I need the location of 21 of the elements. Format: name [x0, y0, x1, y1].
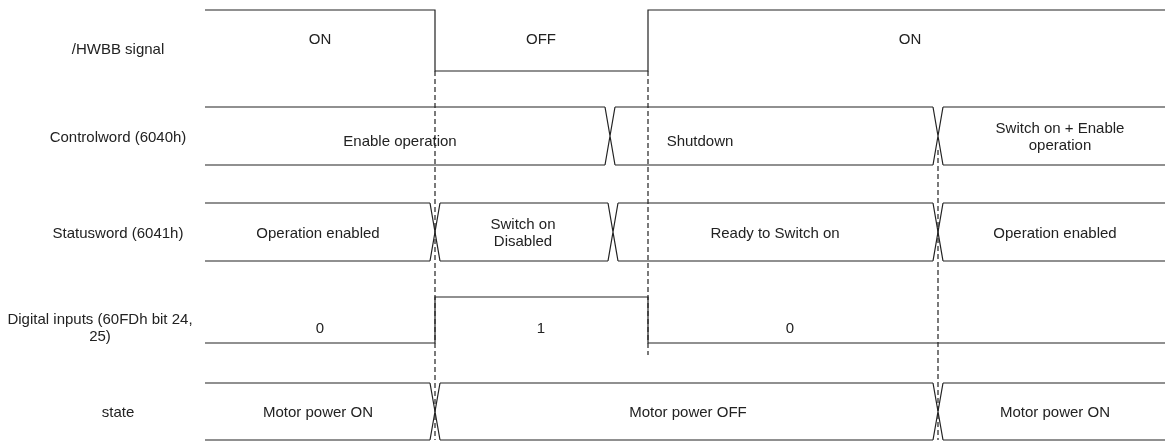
- state-value: Shutdown: [665, 131, 735, 149]
- state-value: Motor power ON: [261, 402, 374, 420]
- state-value: ON: [307, 29, 333, 47]
- signal-name: Controlword (6040h): [48, 127, 188, 145]
- state-value: OFF: [525, 29, 557, 47]
- state-value: Enable operation: [342, 131, 458, 149]
- signal-name: Statusword (6041h): [51, 223, 185, 241]
- signal-name: /HWBB signal: [70, 39, 166, 57]
- state-value: Switch on + Enable operation: [994, 119, 1126, 153]
- state-value: 0: [784, 318, 796, 336]
- state-value: Ready to Switch on: [709, 223, 841, 241]
- signal-name: Digital inputs (60FDh bit 24, 25): [6, 310, 194, 344]
- state-value: Operation enabled: [992, 223, 1118, 241]
- state-value: Motor power ON: [998, 402, 1111, 420]
- state-value: Switch on Disabled: [489, 215, 557, 249]
- state-value: ON: [897, 29, 923, 47]
- state-value: Motor power OFF: [628, 402, 748, 420]
- state-value: Operation enabled: [255, 223, 381, 241]
- state-value: 1: [535, 318, 547, 336]
- signal-name: state: [100, 402, 136, 420]
- state-value: 0: [314, 318, 326, 336]
